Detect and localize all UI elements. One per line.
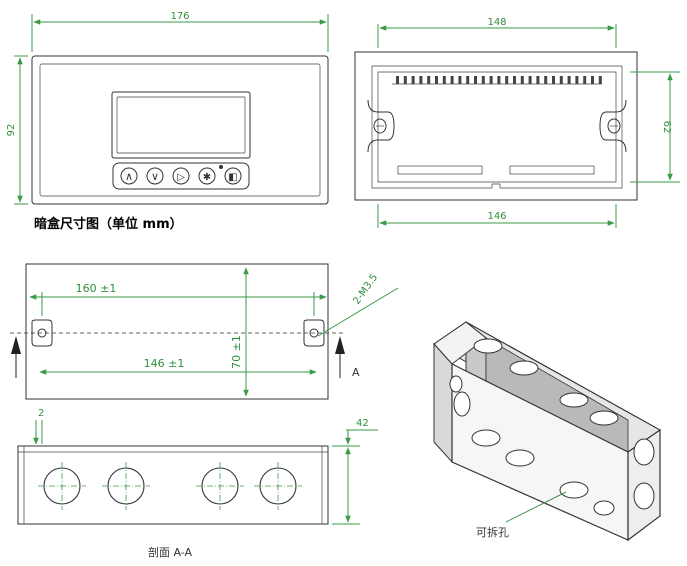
hole-spacing-label: 160 ±1 bbox=[76, 282, 117, 295]
isometric-box-view: 可拆孔 bbox=[433, 320, 661, 542]
right-mounting-ear bbox=[599, 99, 627, 153]
knockout-hole bbox=[473, 338, 503, 354]
iso-knockout-holes bbox=[449, 338, 655, 516]
knockout-hole bbox=[196, 462, 244, 510]
section-view: 2 42 剖面 A-A bbox=[17, 408, 378, 559]
depth-label: 42 bbox=[356, 418, 369, 429]
rib bbox=[505, 76, 509, 84]
wall-thickness-label: 2 bbox=[38, 408, 44, 419]
knockout-hole bbox=[449, 375, 463, 393]
left-screw-hole bbox=[31, 319, 53, 347]
knockout-hole bbox=[471, 429, 501, 447]
rib bbox=[591, 76, 594, 84]
set-button-symbol: ✱ bbox=[203, 172, 211, 183]
knockout-hole bbox=[505, 449, 535, 467]
enter-button[interactable]: ◧ bbox=[224, 167, 242, 185]
rib bbox=[427, 76, 431, 84]
right-screw-hole bbox=[303, 319, 325, 347]
knockout-hole bbox=[102, 462, 150, 510]
section-arrow-left bbox=[11, 336, 21, 378]
left-mounting-ear bbox=[367, 99, 395, 153]
box-size-caption: 暗盒尺寸图（单位 mm） bbox=[34, 216, 183, 232]
knockout-hole bbox=[589, 410, 619, 426]
knockout-hole bbox=[593, 500, 615, 516]
knockout-hole bbox=[509, 360, 539, 376]
panel-height-label: 70 ±1 bbox=[230, 335, 243, 369]
keypad-buttons: ∧ ∨ ▷ ✱ ◧ bbox=[120, 165, 242, 185]
rib bbox=[536, 76, 540, 84]
knockout-hole bbox=[38, 462, 86, 510]
knockout-hole bbox=[559, 392, 589, 408]
down-button-symbol: ∨ bbox=[151, 170, 159, 183]
front-height-label: 92 bbox=[6, 124, 17, 137]
front-width-label: 176 bbox=[170, 11, 189, 22]
rib bbox=[513, 76, 516, 84]
knockout-hole bbox=[254, 462, 302, 510]
knockout-hole bbox=[633, 482, 655, 510]
inner-spacing-label: 146 ±1 bbox=[144, 357, 185, 370]
rib bbox=[559, 76, 563, 84]
knockout-hole bbox=[559, 481, 589, 499]
rib bbox=[528, 76, 532, 84]
section-arrow-right bbox=[335, 336, 345, 378]
knockout-hole bbox=[633, 438, 655, 466]
up-button[interactable]: ∧ bbox=[120, 167, 138, 185]
panel-view: 160 ±1 146 ±1 70 ±1 2-M3.5 A bbox=[10, 263, 399, 400]
rib bbox=[450, 76, 454, 84]
lcd-display bbox=[111, 91, 251, 159]
rib bbox=[396, 76, 399, 84]
rib bbox=[520, 76, 524, 84]
box-outer-width-label: 148 bbox=[487, 17, 506, 28]
rib bbox=[552, 76, 555, 84]
box-top-view: 148 146 62 bbox=[354, 17, 680, 228]
down-button[interactable]: ∨ bbox=[146, 167, 164, 185]
section-marker-label: A bbox=[352, 366, 360, 379]
rib bbox=[567, 76, 571, 84]
enter-button-symbol: ◧ bbox=[228, 172, 237, 183]
right-button-symbol: ▷ bbox=[177, 172, 185, 183]
rib-row bbox=[396, 76, 602, 84]
rib bbox=[419, 76, 423, 84]
rib bbox=[474, 76, 477, 84]
box-inner-width-label: 146 bbox=[487, 211, 506, 222]
rib bbox=[435, 76, 438, 84]
set-button[interactable]: ✱ bbox=[198, 167, 216, 185]
rib bbox=[544, 76, 548, 84]
front-view: ∧ ∨ ▷ ✱ ◧ 176 bbox=[6, 11, 329, 205]
box-height-label: 62 bbox=[661, 121, 672, 134]
rib bbox=[598, 76, 602, 84]
rib bbox=[403, 76, 407, 84]
knockout-label: 可拆孔 bbox=[476, 525, 509, 539]
rib bbox=[481, 76, 485, 84]
rib bbox=[489, 76, 493, 84]
knockout-holes bbox=[38, 462, 302, 510]
status-led bbox=[219, 165, 223, 169]
rib bbox=[442, 76, 446, 84]
rib bbox=[466, 76, 470, 84]
rib bbox=[575, 76, 579, 84]
rib bbox=[458, 76, 462, 84]
up-button-symbol: ∧ bbox=[125, 170, 133, 183]
knockout-hole bbox=[453, 391, 471, 417]
keypad-strip bbox=[112, 162, 250, 190]
right-button[interactable]: ▷ bbox=[172, 167, 190, 185]
rib bbox=[411, 76, 415, 84]
section-caption: 剖面 A-A bbox=[148, 545, 193, 559]
rib bbox=[583, 76, 587, 84]
rib bbox=[497, 76, 501, 84]
